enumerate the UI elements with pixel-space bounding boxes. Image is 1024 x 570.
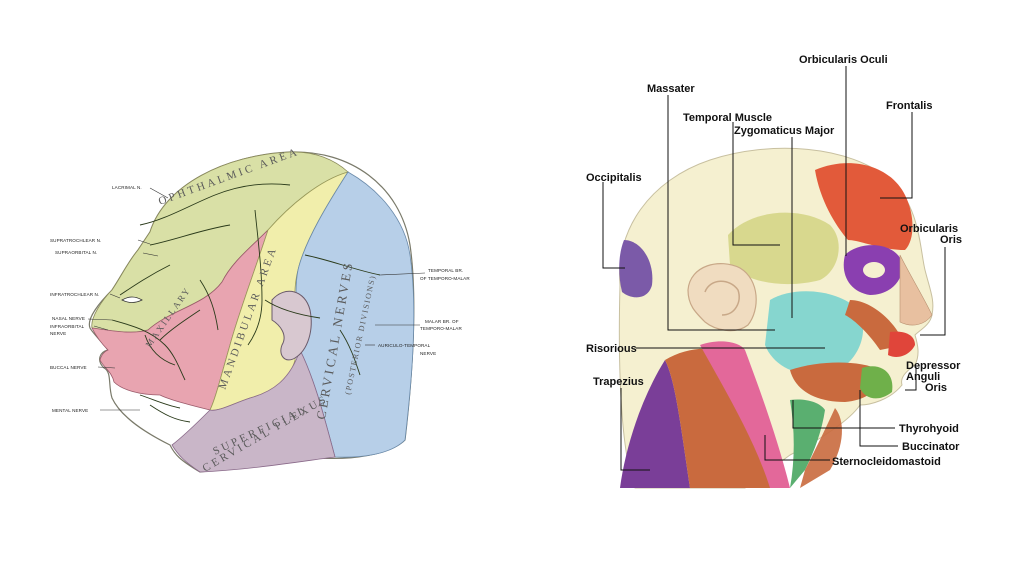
occipitalis-label: Occipitalis [586,172,642,184]
supratrochlear-nerve-label: SUPRATROCHLEAR N. [50,238,101,243]
mental-nerve-label: MENTAL NERVE [52,408,88,413]
risorious-label: Risorious [586,343,637,355]
auriculotemporal-nerve-label: NERVE [420,351,436,356]
buccal-nerve-label: BUCCAL NERVE [50,365,87,370]
zygomaticus-major-label: Zygomaticus Major [734,125,835,137]
sternocleidomastoid-label: Sternocleidomastoid [832,456,941,468]
temporal-muscle-label: Temporal Muscle [683,112,772,124]
supraorbital-nerve-label: SUPRAORBITAL N. [55,250,97,255]
temporal-branch-sub-label: OF TEMPORO-MALAR [420,276,470,281]
infratrochlear-nerve-label: INFRATROCHLEAR N. [50,292,99,297]
auriculotemporal-label: AURICULO-TEMPORAL [378,343,431,348]
malar-branch-label: MALAR BR. OF [425,319,459,324]
infraorbital-nerve-label: NERVE [50,331,66,336]
orbicularis-oculi-label: Orbicularis Oculi [799,54,888,66]
trapezius-label: Trapezius [593,376,644,388]
frontalis-label: Frontalis [886,100,932,112]
massater-muscle [765,291,863,374]
orbicularis-oris-label-2: Oris [940,234,962,246]
depressor-label-3: Oris [925,382,947,394]
massater-label: Massater [647,83,695,95]
malar-branch-sub-label: TEMPORO-MALAR [420,326,462,331]
infraorbital-label: INFRAORBITAL [50,324,85,329]
buccinator-label: Buccinator [902,441,960,453]
right-head-diagram: Orbicularis Oculi Massater Frontalis Tem… [586,54,962,488]
lacrimal-nerve-label: LACRIMAL N. [112,185,142,190]
thyrohyoid-label: Thyrohyoid [899,423,959,435]
left-head-diagram: OPHTHALMIC AREA MAXILLARY MANDIBULAR ARE… [50,146,470,475]
temporal-branch-label: TEMPORAL BR. [428,268,463,273]
eye-opening [863,262,885,278]
nasal-nerve-label: NASAL NERVE [52,316,85,321]
